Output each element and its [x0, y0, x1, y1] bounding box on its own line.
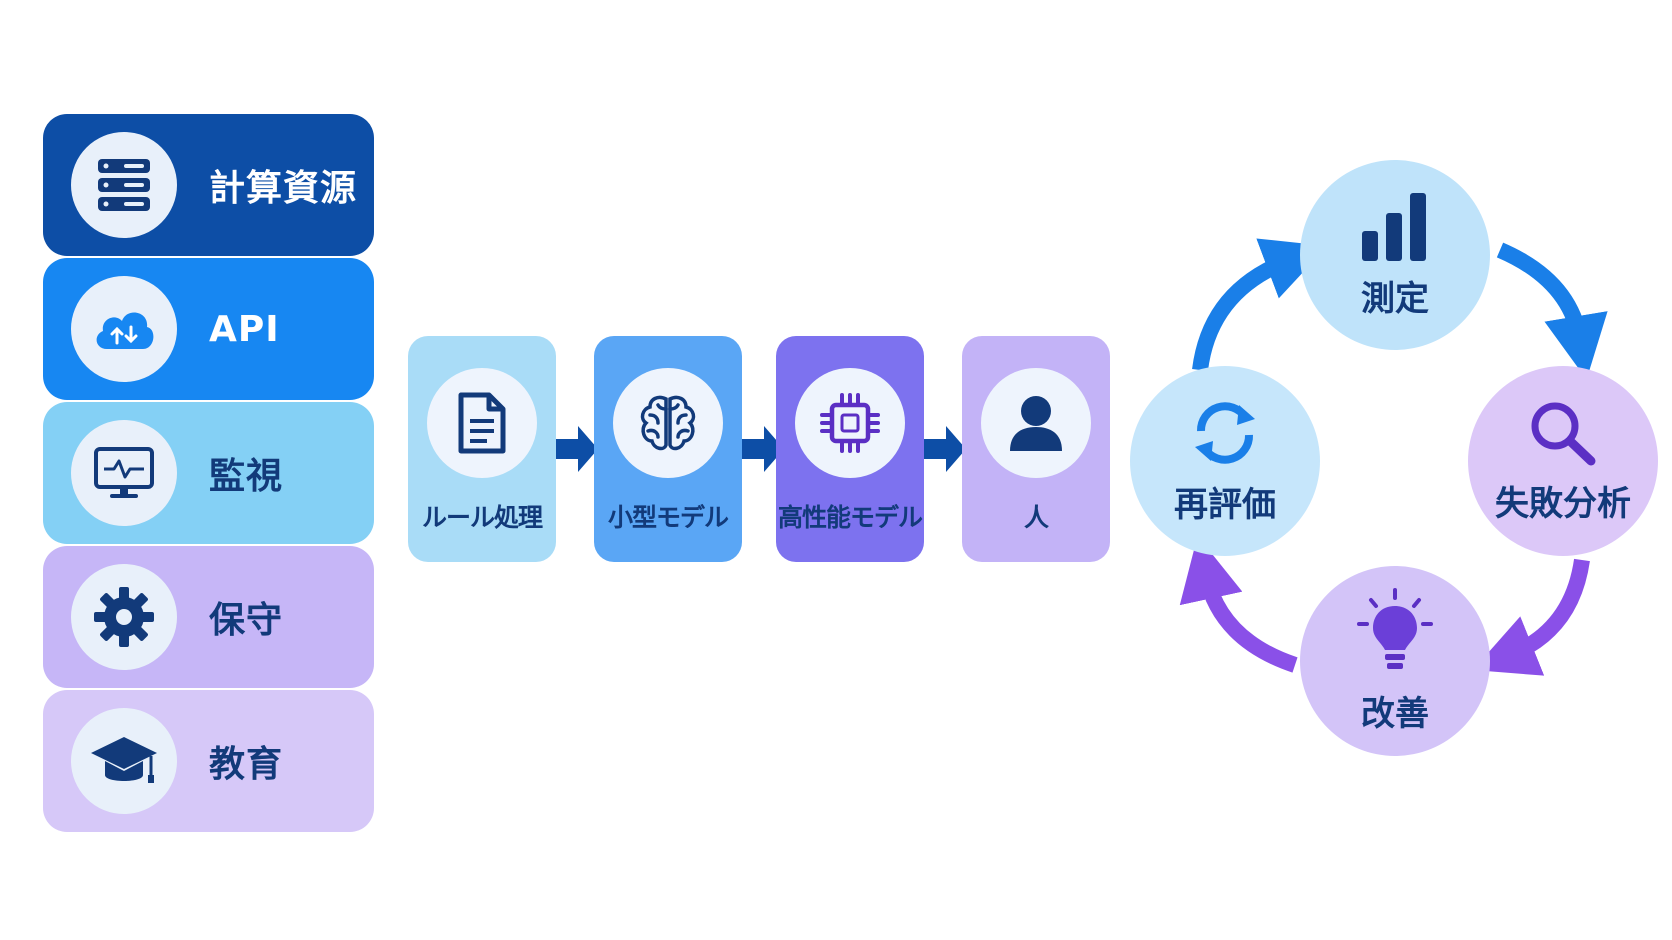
- flow-step-label: 高性能モデル: [777, 503, 923, 532]
- cycle-node-label: 再評価: [1174, 484, 1276, 525]
- stack-label: API: [209, 308, 280, 350]
- resource-stack: 計算資源 API 監視: [43, 114, 374, 832]
- brain-icon: [613, 368, 723, 478]
- cycle-node-reevaluate: 再評価: [1130, 366, 1320, 556]
- person-icon: [981, 368, 1091, 478]
- gear-icon: [71, 564, 177, 670]
- stack-label: 保守: [209, 600, 284, 641]
- flow-step-label: 人: [1023, 503, 1049, 532]
- flow-arrow-icon: [924, 426, 966, 472]
- cycle-node-measure: 測定: [1300, 160, 1490, 350]
- monitor-icon: [71, 420, 177, 526]
- stack-label: 監視: [209, 456, 284, 497]
- chip-icon: [795, 368, 905, 478]
- flow-step-label: 小型モデル: [607, 503, 729, 532]
- cycle-node-label: 測定: [1361, 278, 1429, 319]
- magnifier-icon: [1531, 402, 1596, 465]
- bar-chart-icon: [1362, 192, 1426, 261]
- flow-step-human: 人: [962, 336, 1110, 562]
- stack-item-education: 教育: [43, 690, 374, 832]
- flow-step-rules: ルール処理: [408, 336, 556, 562]
- cycle-arrow-bottom-left: [1179, 535, 1298, 673]
- cycle-node-label: 失敗分析: [1495, 483, 1631, 524]
- flow-step-small-model: 小型モデル: [594, 336, 742, 562]
- cycle-node-improve: 改善: [1300, 566, 1490, 756]
- stack-label: 計算資源: [209, 168, 358, 209]
- lightbulb-icon: [1357, 587, 1433, 669]
- cycle-node-failure-analysis: 失敗分析: [1468, 366, 1658, 556]
- flow-step-label: ルール処理: [421, 503, 543, 532]
- cycle-arrow-bottom-right: [1472, 558, 1590, 676]
- stack-item-api: API: [43, 258, 374, 400]
- graduation-cap-icon: [71, 708, 177, 814]
- cycle-arrow-top-left: [1192, 238, 1328, 372]
- cycle-node-label: 改善: [1361, 693, 1429, 734]
- cycle-arrow-top-right: [1496, 242, 1608, 380]
- cycle-arrows: [1179, 238, 1608, 676]
- server-icon: [71, 132, 177, 238]
- refresh-icon: [1195, 401, 1255, 464]
- stack-item-compute: 計算資源: [43, 114, 374, 256]
- stack-label: 教育: [209, 744, 284, 785]
- stack-item-maintenance: 保守: [43, 546, 374, 688]
- flow-arrow-icon: [556, 426, 598, 472]
- flow-arrow-icon: [742, 426, 784, 472]
- cloud-sync-icon: [71, 276, 177, 382]
- document-icon: [427, 368, 537, 478]
- flow-step-advanced-model: 高性能モデル: [776, 336, 924, 562]
- stack-item-monitoring: 監視: [43, 402, 374, 544]
